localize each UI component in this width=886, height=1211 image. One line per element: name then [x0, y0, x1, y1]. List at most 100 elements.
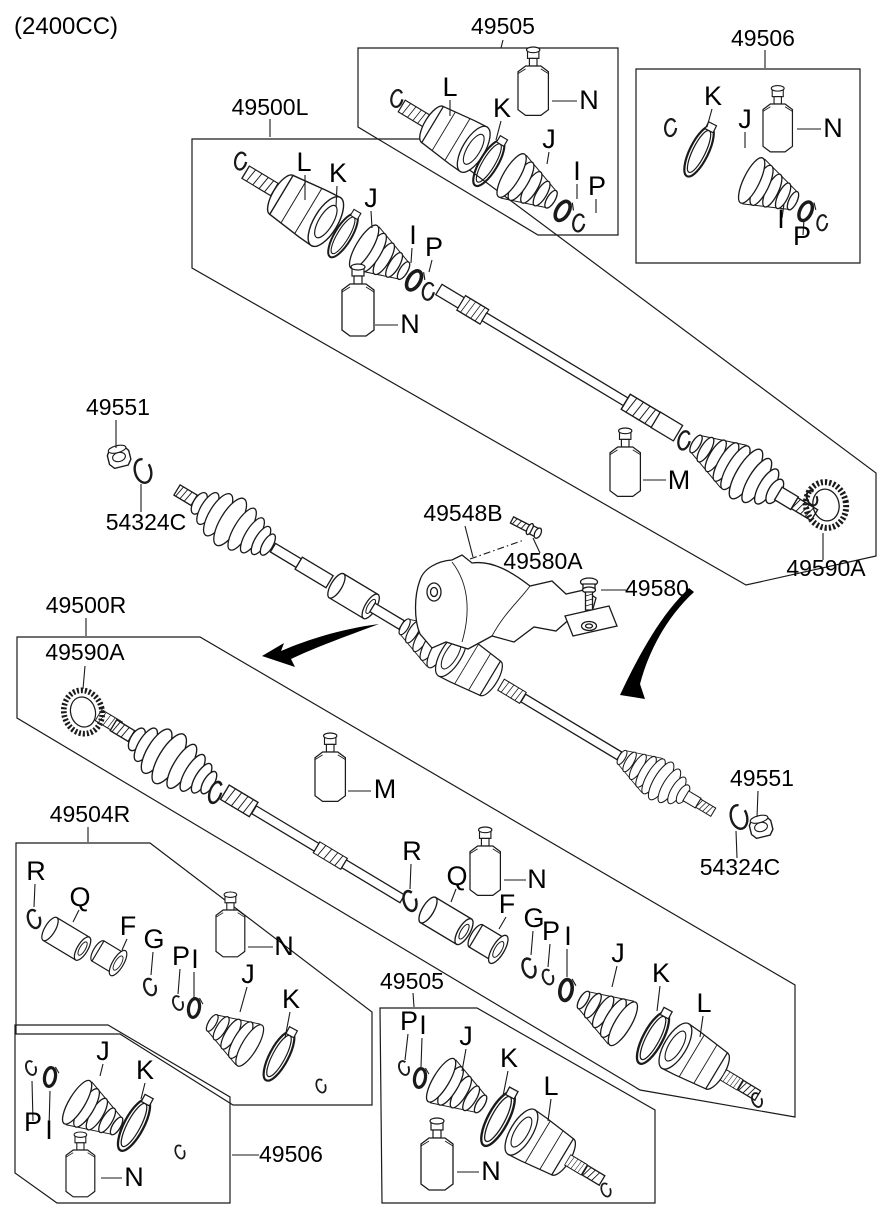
- component-letter-label-K-49506-bottom: K: [136, 1055, 154, 1085]
- boot-clamp-I-icon: [41, 1063, 62, 1090]
- leader-line: [404, 1033, 409, 1061]
- part-number-label-pn-49590A-b: 49590A: [45, 639, 125, 665]
- leader-line: [335, 185, 338, 208]
- ring-G-icon: [518, 955, 540, 981]
- damper-Q-icon: [38, 914, 95, 964]
- direction-arrow-right: [620, 588, 694, 699]
- grease-bottle-N-49506-bottom: [65, 1131, 96, 1198]
- leader-line: [48, 1090, 51, 1130]
- ring-icon: [598, 1181, 614, 1199]
- leader-line: [735, 830, 738, 859]
- inner-joint-housing-L-icon: [499, 1104, 616, 1203]
- component-letter-label-K-49505-bottom: K: [500, 1043, 518, 1073]
- cv-boot-J-icon: [420, 1054, 498, 1129]
- leader-line: [72, 909, 80, 923]
- component-letter-label-I-49506-top: I: [777, 204, 785, 234]
- leader-line: [756, 790, 759, 818]
- hub-nut-49551-left: [104, 442, 133, 471]
- boot-band-K-icon: [677, 118, 723, 182]
- ring-icon: [749, 1090, 765, 1110]
- leader-line: [532, 537, 541, 554]
- boot-clamp-I-icon: [556, 975, 579, 1004]
- leader-line: [409, 863, 412, 890]
- ring-P-icon: [396, 1058, 412, 1078]
- grease-bottle-N-49506-top: [762, 85, 794, 153]
- component-letter-label-I-49500R: I: [564, 921, 572, 951]
- hub-nut-49551-right: [746, 812, 775, 841]
- boot-clamp-I-icon: [411, 1064, 432, 1091]
- box-49505-bottom-outline: [379, 1007, 656, 1204]
- shaft-spline: [312, 841, 348, 870]
- part-number-label-pn-49500L: 49500L: [232, 94, 309, 120]
- grease-bottle-M-left: [609, 427, 642, 498]
- component-letter-label-J-49506-top: J: [738, 104, 752, 134]
- inner-joint-housing-L-icon: [653, 1018, 771, 1118]
- boot-band-K-icon: [256, 1023, 303, 1086]
- leader-line: [410, 247, 413, 264]
- grease-bottle-N-49504R: [215, 891, 246, 958]
- shaft-segment: [295, 557, 333, 588]
- leader-line: [547, 943, 551, 968]
- part-number-label-pn-49580A: 49580A: [503, 548, 583, 574]
- component-letter-label-N-49500L: N: [400, 309, 420, 339]
- component-letter-label-I-49500L: I: [409, 220, 417, 250]
- kit-boxes: [14, 47, 877, 1204]
- part-number-label-pn-54324C-a: 54324C: [106, 509, 187, 535]
- component-letter-label-P-49505-bottom: P: [400, 1006, 418, 1036]
- snap-ring-54324C-right: [726, 802, 752, 832]
- leader-line: [140, 1082, 146, 1100]
- component-letter-label-J-49505-top: J: [542, 124, 556, 154]
- leader-line: [547, 1098, 552, 1122]
- component-letter-label-N-49506-top: N: [823, 113, 843, 143]
- ring-P-icon: [810, 210, 834, 235]
- part-number-label-engine-note: (2400CC): [14, 13, 118, 40]
- bolt-dash-line: [469, 539, 525, 560]
- part-number-label-pn-49580: 49580: [625, 575, 689, 601]
- part-number-label-pn-49506-top: 49506: [731, 25, 795, 51]
- component-letter-label-F-49500R: F: [499, 889, 516, 919]
- part-number-label-pn-49590A-a: 49590A: [786, 555, 866, 581]
- component-letter-label-L-49505-bottom: L: [543, 1071, 558, 1101]
- leader-line: [464, 525, 474, 558]
- component-letter-label-P-49504R: P: [172, 941, 190, 971]
- leader-line: [450, 888, 457, 903]
- part-number-label-pn-49505-top: 49505: [471, 13, 535, 39]
- ring-icon: [313, 1077, 329, 1095]
- component-letter-label-R-49504R: R: [26, 856, 46, 886]
- box-49506-top-outline: [635, 68, 861, 264]
- leader-line: [611, 965, 618, 988]
- component-letter-label-L-49500L: L: [296, 147, 311, 177]
- leader-line: [428, 259, 433, 273]
- grease-bottle-N-49505-top: [517, 46, 550, 117]
- component-letter-label-L-49500R: L: [696, 988, 711, 1018]
- component-letter-label-I-49505-bottom: I: [419, 1010, 427, 1040]
- leader-line: [82, 665, 86, 690]
- leader-line: [500, 39, 504, 49]
- bearing-bracket-F-icon: [86, 935, 131, 979]
- leader-line: [284, 1011, 291, 1039]
- part-number-label-grease-M-1: M: [668, 465, 691, 495]
- leader-line: [177, 968, 181, 995]
- leader-line: [150, 951, 154, 976]
- part-number-label-pn-49548B: 49548B: [423, 500, 502, 526]
- component-letter-label-G-49500R: G: [523, 903, 544, 933]
- leader-line: [502, 1070, 509, 1097]
- cv-boot-J-icon: [196, 1000, 270, 1071]
- leader-line: [412, 992, 415, 1008]
- leader-line: [420, 1037, 423, 1068]
- axle-shaft: [521, 694, 622, 759]
- grease-bottle-N-49500R: [469, 826, 502, 897]
- component-letter-label-Q-49504R: Q: [69, 882, 90, 912]
- part-number-label-grease-M-2: M: [374, 774, 397, 804]
- driveshaft-right-assembly: [94, 700, 416, 923]
- ring-icon: [172, 1143, 188, 1161]
- part-number-label-pn-49504R: 49504R: [50, 801, 131, 827]
- ring-G-icon: [140, 976, 160, 998]
- leader-line: [530, 930, 534, 956]
- component-letter-label-F-49504R: F: [120, 911, 137, 941]
- leader-line: [121, 938, 128, 951]
- shaft-step: [651, 412, 683, 441]
- leader-line: [370, 210, 373, 229]
- component-letter-label-N-49505-top: N: [579, 85, 599, 115]
